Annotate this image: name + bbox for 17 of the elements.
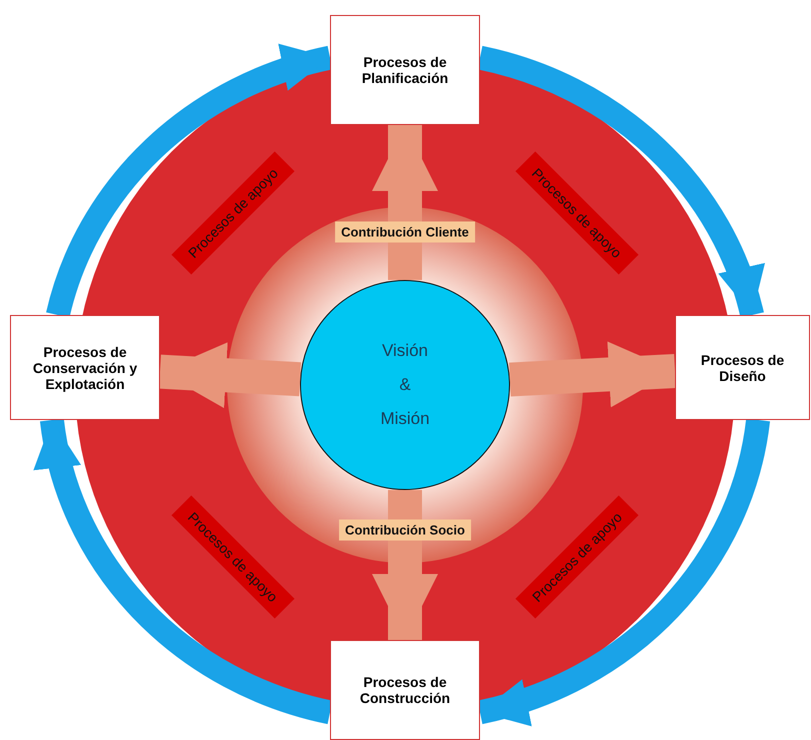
circle-label: & <box>399 375 411 395</box>
box-label: Procesos de Construcción <box>358 674 452 706</box>
process-box <box>10 315 160 420</box>
process-box <box>330 15 480 125</box>
process-box <box>675 315 810 420</box>
circle-label: Visión <box>382 341 428 361</box>
edge-label: Contribución Socio <box>339 520 471 540</box>
block-arrow <box>159 342 302 408</box>
box-label: Procesos de Diseño <box>700 352 786 384</box>
circle-label: Misión <box>380 409 430 429</box>
block-arrow <box>508 341 676 408</box>
block-arrow <box>372 125 438 280</box>
box-label: Procesos de Conservación y Explotación <box>32 344 138 392</box>
edge-label: Contribución Cliente <box>335 222 475 242</box>
process-box <box>330 640 480 740</box>
box-label: Procesos de Planificación <box>360 54 450 86</box>
block-arrow <box>372 490 438 640</box>
